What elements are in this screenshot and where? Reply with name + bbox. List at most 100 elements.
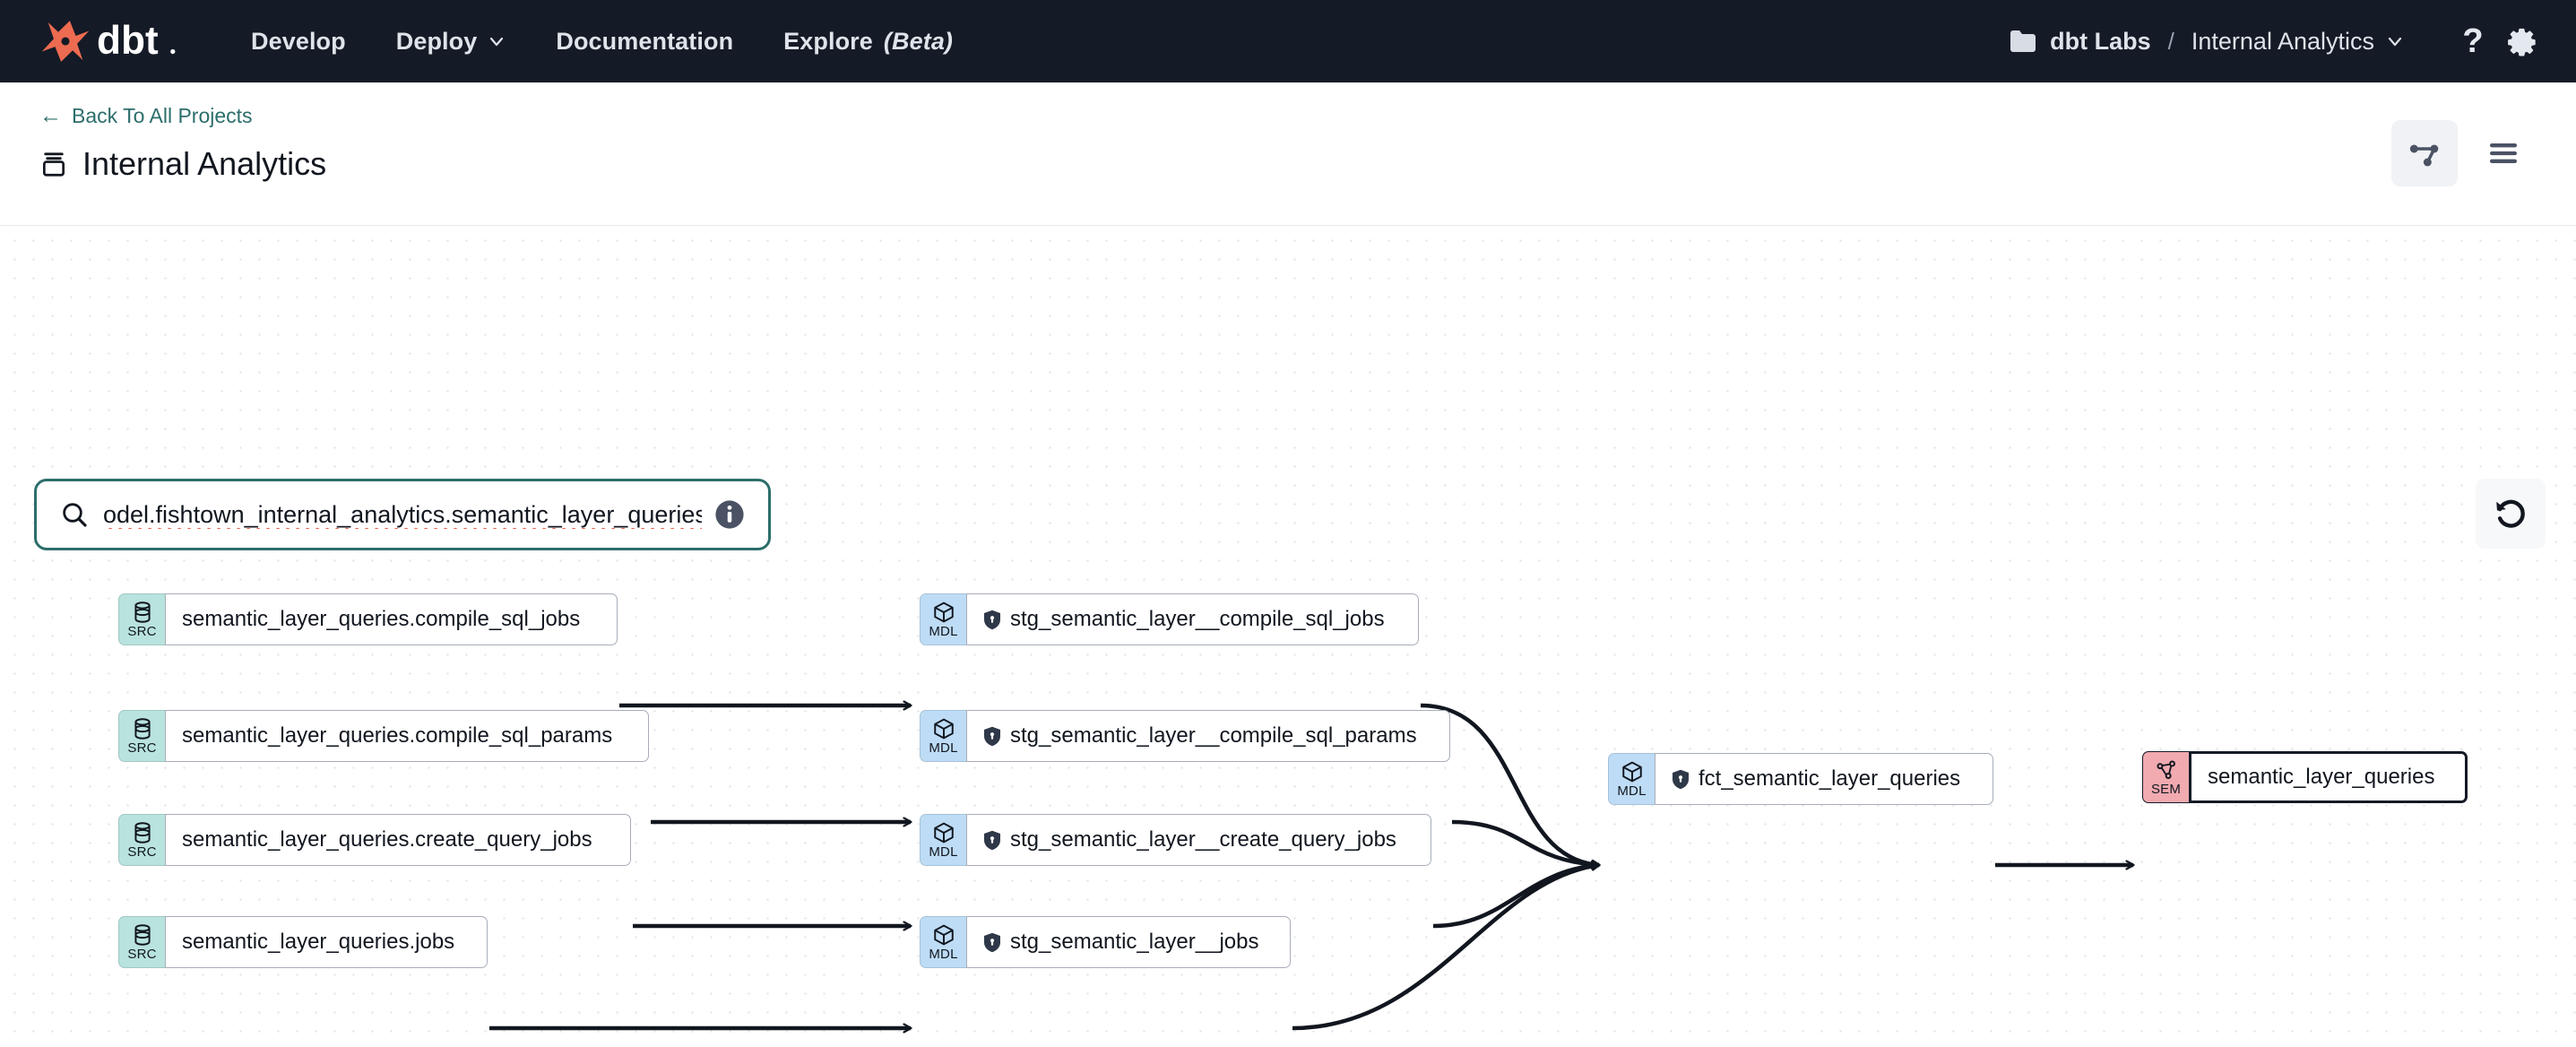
left-arrow-icon: ← (39, 103, 62, 128)
cube-icon (933, 718, 954, 740)
graph-node-sem[interactable]: SEM semantic_layer_queries (2142, 751, 2468, 803)
node-label: stg_semantic_layer__compile_sql_jobs (1010, 607, 1385, 631)
nav-item-deploy[interactable]: Deploy (396, 28, 506, 56)
node-body[interactable]: semantic_layer_queries.compile_sql_param… (165, 710, 649, 762)
node-type-label: MDL (929, 624, 958, 639)
shield-lock-icon (984, 726, 1000, 746)
shield-lock-icon (984, 610, 1000, 629)
node-type-badge-src: SRC (118, 593, 165, 645)
graph-node-src3[interactable]: SRC semantic_layer_queries.create_query_j… (118, 814, 631, 866)
node-body[interactable]: stg_semantic_layer__compile_sql_jobs (966, 593, 1419, 645)
graph-node-mdl3[interactable]: MDL stg_semantic_layer__create_query_jobs (920, 814, 1431, 866)
node-body[interactable]: semantic_layer_queries (2189, 751, 2468, 803)
project-subheader: ← Back To All Projects Internal Analytic… (0, 82, 2576, 226)
database-icon (43, 152, 65, 177)
lineage-canvas[interactable]: odel.fishtown_internal_analytics.semanti… (0, 226, 2576, 1047)
semantic-node-icon (2156, 760, 2175, 779)
node-body[interactable]: fct_semantic_layer_queries (1655, 753, 1993, 805)
node-type-label: MDL (929, 947, 958, 962)
node-label: semantic_layer_queries.compile_sql_param… (182, 723, 613, 748)
dbt-logo[interactable]: dbt (39, 15, 192, 67)
node-body[interactable]: semantic_layer_queries.create_query_jobs (165, 814, 631, 866)
node-type-badge-src: SRC (118, 710, 165, 762)
node-body[interactable]: semantic_layer_queries.jobs (165, 916, 488, 968)
node-type-badge-mdl: MDL (920, 593, 966, 645)
breadcrumb-project-label: Internal Analytics (2191, 27, 2374, 55)
back-to-all-projects-link[interactable]: ← Back To All Projects (39, 104, 253, 128)
view-toggle-group (2391, 120, 2537, 186)
search-input[interactable]: odel.fishtown_internal_analytics.semanti… (103, 500, 702, 528)
back-to-all-projects-label: Back To All Projects (72, 104, 253, 127)
edge-mdl1-fct (1420, 703, 1599, 865)
database-cylinder-icon (134, 718, 151, 740)
breadcrumb-project[interactable]: Internal Analytics (2191, 28, 2404, 56)
node-type-label: SRC (127, 947, 157, 962)
node-type-label: MDL (929, 740, 958, 756)
question-mark-icon: ? (2462, 22, 2484, 60)
node-type-label: SRC (127, 844, 157, 860)
nav-links: Develop Deploy Documentation Explore (Be… (251, 28, 953, 56)
reset-arrow-icon (2496, 499, 2525, 528)
chevron-down-icon (490, 37, 504, 47)
database-cylinder-icon (134, 924, 151, 946)
graph-node-src4[interactable]: SRC semantic_layer_queries.jobs (118, 916, 488, 968)
list-view-button[interactable] (2470, 120, 2537, 186)
node-type-badge-mdl: MDL (920, 814, 966, 866)
graph-layer: SRC semantic_layer_queries.compile_sql_jo… (0, 226, 2576, 1047)
help-button[interactable]: ? (2449, 17, 2497, 65)
graph-node-mdl4[interactable]: MDL stg_semantic_layer__jobs (920, 916, 1291, 968)
cube-icon (1621, 761, 1642, 783)
nav-item-documentation[interactable]: Documentation (556, 28, 733, 56)
graph-node-src1[interactable]: SRC semantic_layer_queries.compile_sql_jo… (118, 593, 618, 645)
nav-item-deploy-label: Deploy (395, 27, 478, 55)
list-view-icon (2490, 143, 2517, 163)
node-type-label: SEM (2150, 782, 2182, 797)
node-label: fct_semantic_layer_queries (1699, 766, 1961, 791)
node-label: stg_semantic_layer__create_query_jobs (1010, 827, 1396, 852)
reset-view-button[interactable] (2476, 479, 2546, 549)
navbar-right: dbt Labs / Internal Analytics ? (2010, 0, 2546, 82)
shield-lock-icon (984, 830, 1000, 850)
breadcrumb-separator: / (2167, 27, 2174, 55)
node-body[interactable]: stg_semantic_layer__compile_sql_params (966, 710, 1450, 762)
search-icon (63, 503, 87, 527)
node-search-box[interactable]: odel.fishtown_internal_analytics.semanti… (34, 479, 771, 550)
gear-icon (2508, 28, 2536, 56)
cube-icon (933, 924, 954, 946)
node-body[interactable]: semantic_layer_queries.compile_sql_jobs (165, 593, 618, 645)
nav-item-develop[interactable]: Develop (251, 28, 346, 56)
nav-item-explore-beta-label: (Beta) (883, 27, 954, 55)
shield-lock-icon (984, 932, 1000, 952)
folder-icon (2010, 30, 2036, 52)
database-cylinder-icon (134, 822, 151, 844)
lineage-graph-icon (2409, 144, 2439, 167)
dbt-wordmark-icon: dbt (97, 19, 176, 63)
edge-mdl4-fct (1292, 865, 1599, 1031)
node-body[interactable]: stg_semantic_layer__create_query_jobs (966, 814, 1431, 866)
node-type-label: SRC (127, 740, 157, 756)
nav-item-explore[interactable]: Explore (Beta) (783, 28, 953, 56)
node-label: semantic_layer_queries.compile_sql_jobs (182, 607, 581, 631)
edge-mdl2-fct (1451, 819, 1599, 865)
nav-item-explore-label: Explore (783, 27, 873, 55)
cube-icon (933, 822, 954, 844)
graph-node-mdl1[interactable]: MDL stg_semantic_layer__compile_sql_jobs (920, 593, 1419, 645)
settings-button[interactable] (2497, 17, 2546, 65)
node-type-badge-sem: SEM (2142, 751, 2189, 803)
info-icon[interactable] (714, 499, 745, 530)
node-label: semantic_layer_queries (2208, 765, 2435, 789)
svg-text:dbt: dbt (97, 19, 159, 63)
node-label: stg_semantic_layer__compile_sql_params (1010, 723, 1417, 748)
node-body[interactable]: stg_semantic_layer__jobs (966, 916, 1291, 968)
lineage-view-button[interactable] (2391, 120, 2458, 186)
node-type-badge-mdl: MDL (920, 916, 966, 968)
node-label: semantic_layer_queries.jobs (182, 930, 455, 954)
graph-node-src2[interactable]: SRC semantic_layer_queries.compile_sql_pa… (118, 710, 649, 762)
breadcrumb-org[interactable]: dbt Labs (2050, 27, 2151, 55)
nav-item-documentation-label: Documentation (556, 27, 734, 55)
graph-edges (489, 226, 2576, 1047)
graph-node-mdl2[interactable]: MDL stg_semantic_layer__compile_sql_param… (920, 710, 1450, 762)
page-title-row: Internal Analytics (39, 145, 2537, 183)
node-type-badge-src: SRC (118, 814, 165, 866)
